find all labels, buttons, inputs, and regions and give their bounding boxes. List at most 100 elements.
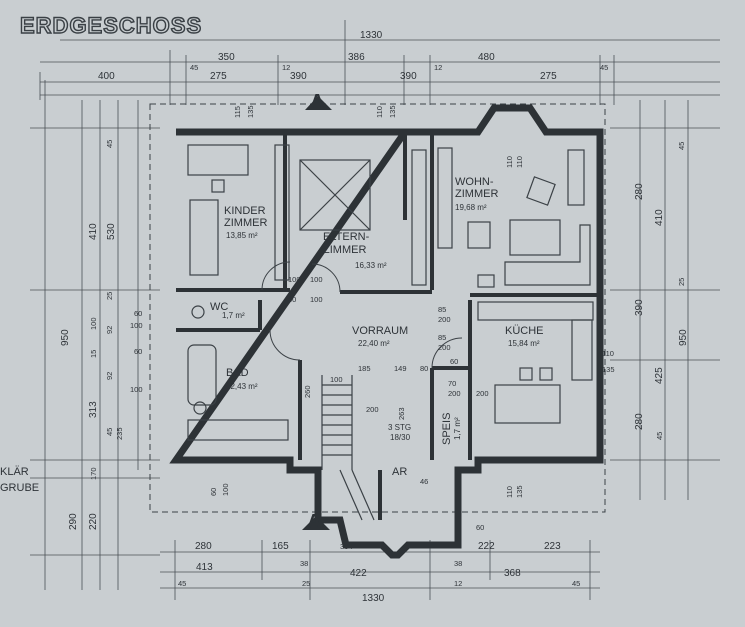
dim-left-seg: 220 [88, 513, 99, 530]
room-kinder-l1: KINDER [224, 205, 266, 217]
annotation: 46 [420, 477, 428, 486]
dim-bottom-r3: 25 [302, 579, 310, 588]
klaergrube-label-1: KLÄR [0, 466, 29, 478]
dim-bottom-r2: 38 [454, 559, 462, 568]
dim-left-seg: 92 [105, 372, 114, 380]
annotation: 60 [450, 357, 458, 366]
annotation: 100 [310, 275, 323, 284]
dim-top-r3-0: 400 [98, 71, 115, 82]
annotation: 80 [420, 364, 428, 373]
klaergrube-label-2: GRUBE [0, 482, 39, 494]
dim-right-overall: 950 [678, 329, 689, 346]
armchair-2 [467, 221, 491, 249]
annotation: 110 [505, 486, 514, 498]
dim-top-r3-2: 390 [290, 71, 307, 82]
dimensions-top: 1330 350 386 480 45 12 12 45 400 275 390… [39, 20, 720, 168]
dim-left-seg: 410 [88, 223, 99, 240]
room-eltern-area: 16,33 m² [355, 261, 387, 270]
coffee-table [509, 219, 561, 256]
dim-bottom-r1: 280 [195, 541, 212, 552]
dim-right-seg: 425 [654, 367, 665, 384]
dim-right-seg: 410 [654, 209, 665, 226]
bathtub [187, 344, 217, 406]
dim-left-seg: 235 [115, 427, 124, 440]
annotation: 263 [397, 407, 406, 420]
annotation: 185 [358, 364, 371, 373]
dim-top-s-2: 110 [375, 106, 384, 118]
annotation: 260 [303, 385, 312, 398]
annotation: 200 [448, 389, 461, 398]
dim-left-seg: 530 [106, 223, 117, 240]
dim-right-seg: 280 [634, 183, 645, 200]
annotation: 100 [330, 375, 343, 384]
section-marker-top: A [305, 91, 332, 113]
dimensions-right: 45 280 410 25 390 110 135 425 280 45 950 [602, 100, 720, 500]
dim-top-r2-3: 45 [600, 63, 608, 72]
dim-top-s-0: 115 [233, 106, 242, 118]
toilet [193, 401, 207, 415]
dim-top-s-1: 135 [246, 105, 255, 118]
double-bed [299, 159, 371, 231]
dim-left-seg: 100 [130, 385, 143, 394]
dim-top-s-3: 135 [388, 105, 397, 118]
section-marker-bottom: A [302, 511, 330, 533]
wc-toilet [191, 305, 205, 319]
desk [187, 144, 249, 176]
dim-left-seg: 45 [105, 428, 114, 436]
room-wohn-l1: WOHN- [455, 176, 494, 188]
staircase [321, 375, 375, 521]
wardrobe-2 [411, 149, 427, 286]
dim-left-seg: 100 [89, 317, 98, 330]
dim-right-seg: 280 [634, 413, 645, 430]
annotation: 70 [448, 379, 456, 388]
dim-left-seg: 100 [221, 483, 230, 496]
dim-left-seg: 45 [105, 140, 114, 148]
annotation: 60 [476, 523, 484, 532]
dim-top-r2-2: 12 [434, 63, 442, 72]
dim-bottom-r1: 165 [272, 541, 289, 552]
dim-left-seg: 25 [105, 292, 114, 300]
dim-top-r3-1: 275 [210, 71, 227, 82]
room-kueche: KÜCHE [505, 325, 544, 337]
dim-bottom-overall: 1330 [362, 593, 385, 604]
door-swing [269, 329, 301, 361]
dim-left-seg: 92 [105, 326, 114, 334]
chair [539, 367, 553, 381]
tv [477, 274, 495, 288]
annotation: 149 [394, 364, 407, 373]
dim-left-seg: 313 [88, 401, 99, 418]
shelf [437, 147, 453, 249]
dim-left-seg: 15 [89, 350, 98, 358]
room-ar: AR [392, 466, 407, 478]
door-swing [311, 263, 341, 293]
annotation: 200 [438, 343, 451, 352]
room-vorraum: VORRAUM [352, 325, 408, 337]
annotation: 85 [438, 305, 446, 314]
chair [211, 179, 225, 193]
shelf-2 [567, 149, 585, 206]
room-bad: BAD [226, 367, 249, 379]
exterior-wall [169, 104, 604, 559]
dim-left-seg: 60 [209, 488, 218, 496]
door-swing [431, 337, 463, 369]
room-labels: KINDER ZIMMER 13,85 m² ELTERN- ZIMMER 16… [210, 176, 544, 478]
armchair [526, 176, 556, 206]
plan-title: ERDGESCHOSS [20, 13, 202, 38]
room-vorraum-area: 22,40 m² [358, 339, 390, 348]
dim-right-seg: 390 [634, 299, 645, 316]
dimensions-left: 950 45 410 530 25 100 92 60 100 60 92 10… [30, 80, 230, 590]
interior-walls [176, 132, 600, 520]
room-bad-area: 12,43 m² [226, 382, 258, 391]
stair-size: 18/30 [390, 433, 411, 442]
dim-bottom-r2: 413 [196, 562, 213, 573]
room-eltern-l2: ZIMMER [323, 244, 366, 256]
annotation: 85 [438, 333, 446, 342]
dim-top-s-4: 110 [505, 156, 514, 168]
room-kinder-l2: ZIMMER [224, 217, 267, 229]
dim-top-r1-1: 386 [348, 52, 365, 63]
dim-top-r2-0: 45 [190, 63, 198, 72]
annotation: 200 [438, 315, 451, 324]
annotation: 135 [515, 485, 524, 498]
